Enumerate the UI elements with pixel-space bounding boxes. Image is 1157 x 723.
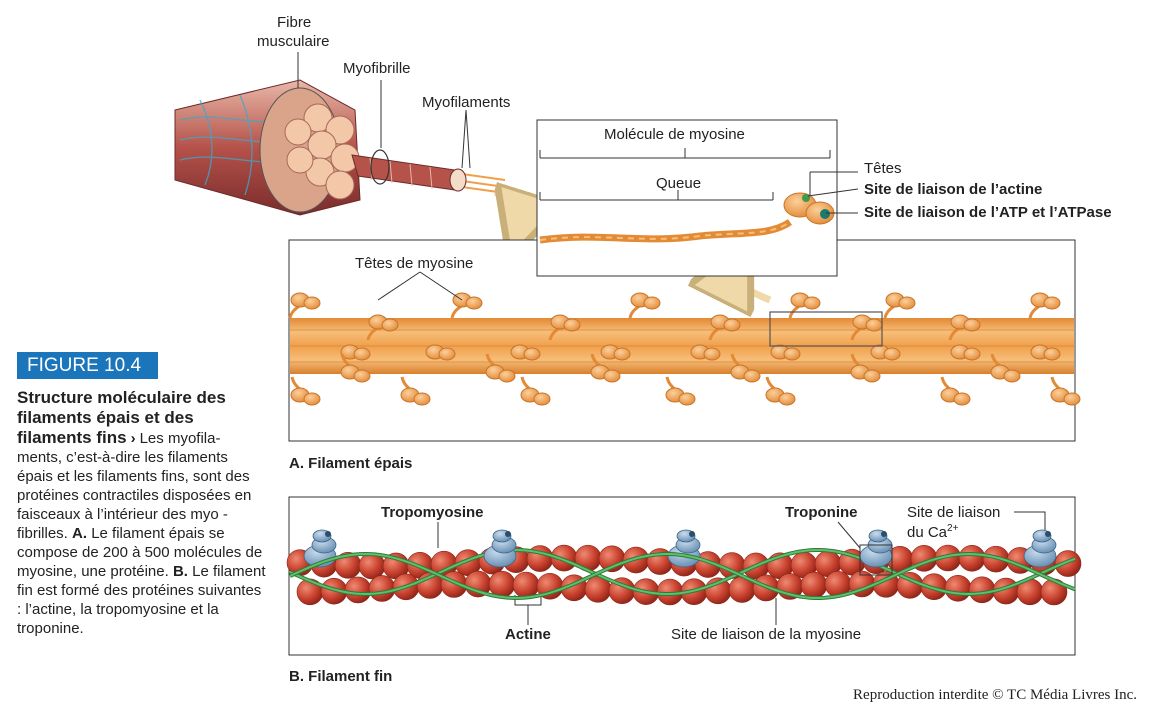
- myosin-head-bottom: [953, 392, 971, 406]
- caption-a-label: A.: [72, 525, 88, 542]
- caption-b-text: Le filament fin est formé des protéines …: [17, 563, 266, 637]
- myosin-head-bottom: [353, 369, 371, 383]
- myosin-head-bottom: [413, 392, 431, 406]
- myosin-head-bottom: [863, 369, 881, 383]
- myosin-head-mid: [963, 347, 981, 361]
- calcium-binding-site: [1045, 531, 1051, 537]
- label-ca-site-text: du Ca: [907, 524, 948, 541]
- myosin-head-top: [865, 318, 883, 332]
- label-heads: Têtes: [864, 160, 902, 177]
- label-myosin-molecule: Molécule de myosine: [604, 126, 745, 143]
- actin-bead: [488, 570, 516, 598]
- myosin-head-top: [803, 296, 821, 310]
- actin-bead: [800, 571, 828, 599]
- myosin-head-top: [723, 318, 741, 332]
- label-ca-site-line1: Site de liaison: [907, 504, 1001, 521]
- label-myofilaments: Myofilaments: [422, 94, 511, 111]
- myosin-head-mid: [438, 347, 456, 361]
- panel-b-thin-filament: [286, 496, 1082, 656]
- caption-arrow-icon: ›: [130, 430, 136, 447]
- tropomyosin-strand: [289, 552, 1076, 600]
- myosin-head-top: [898, 296, 916, 310]
- myosin-head-mid: [703, 347, 721, 361]
- label-ca-site-line2: du Ca2+: [907, 523, 958, 541]
- figure-number-badge: FIGURE 10.4: [17, 352, 158, 379]
- calcium-binding-site: [689, 531, 695, 537]
- label-myosin-binding-site: Site de liaison de la myosine: [671, 626, 862, 643]
- myosin-head-mid: [613, 347, 631, 361]
- label-ca-site-sup: 2+: [947, 523, 959, 534]
- myosin-head-mid: [523, 347, 541, 361]
- label-fibre-line2: musculaire: [257, 33, 330, 50]
- myosin-head-top: [465, 296, 483, 310]
- caption-line-5: fibrilles.: [17, 525, 68, 542]
- caption-a-text: Le filament épais se compose de 200 à 50…: [17, 525, 263, 580]
- actin-bead: [958, 544, 986, 572]
- caption-line-2: épais et les filaments fins, sont des: [17, 468, 250, 485]
- label-myofibrille: Myofibrille: [343, 60, 411, 77]
- myosin-head-top: [1043, 296, 1061, 310]
- calcium-binding-site: [505, 531, 511, 537]
- panel-a-caption: A. Filament épais: [289, 455, 413, 472]
- myosin-head-mid: [1043, 347, 1061, 361]
- label-actin: Actine: [505, 626, 551, 643]
- myosin-head-bottom: [1003, 369, 1021, 383]
- actin-bead: [368, 575, 396, 602]
- caption-line-4: en faisceaux à l’intérieur des myo -: [17, 487, 252, 523]
- label-tail: Queue: [656, 175, 702, 192]
- figure-caption: Structure moléculaire des filaments épai…: [17, 388, 267, 638]
- calcium-binding-site: [325, 531, 331, 537]
- label-atp-binding-site: Site de liaison de l’ATP et l’ATPase: [864, 204, 1112, 221]
- label-tropomyosin: Tropomyosine: [381, 504, 484, 521]
- copyright-notice: Reproduction interdite © TC Média Livres…: [853, 687, 1137, 703]
- label-actin-binding-site: Site de liaison de l’actine: [864, 181, 1043, 198]
- myosin-head-mid: [783, 347, 801, 361]
- actin-bead: [512, 571, 540, 599]
- myosin-head-bottom: [678, 392, 696, 406]
- muscle-fibre-illustration: [174, 52, 521, 226]
- myosin-head-top: [303, 296, 321, 310]
- myosin-head-bottom: [603, 369, 621, 383]
- myosin-head-mid: [353, 347, 371, 361]
- myosin-molecule-inset: [536, 119, 859, 277]
- myosin-head-top: [963, 318, 981, 332]
- caption-line-0: Les myofila-: [139, 430, 221, 447]
- actin-bead: [944, 574, 972, 602]
- caption-title: Structure moléculaire des filaments épai…: [17, 388, 226, 447]
- calcium-binding-site: [881, 531, 887, 537]
- myosin-head-bottom: [778, 392, 796, 406]
- caption-line-1: ments, c’est-à-dire les filaments: [17, 449, 228, 466]
- myosin-head-bottom: [303, 392, 321, 406]
- myosin-head-bottom: [533, 392, 551, 406]
- myosin-head-top: [563, 318, 581, 332]
- myosin-head-top: [643, 296, 661, 310]
- panel-b-caption: B. Filament fin: [289, 668, 393, 685]
- actin-bead: [344, 576, 372, 604]
- myosin-head-bottom: [1063, 392, 1081, 406]
- caption-b-label: B.: [172, 563, 188, 580]
- label-myosin-heads: Têtes de myosine: [355, 255, 474, 272]
- label-fibre-line1: Fibre: [277, 14, 312, 31]
- myosin-head-mid: [883, 347, 901, 361]
- myosin-head-top: [381, 318, 399, 332]
- myosin-head-bottom: [743, 369, 761, 383]
- myosin-head-bottom: [498, 369, 516, 383]
- label-troponin: Troponine: [785, 504, 858, 521]
- caption-line-3: protéines contractiles disposées: [17, 487, 231, 504]
